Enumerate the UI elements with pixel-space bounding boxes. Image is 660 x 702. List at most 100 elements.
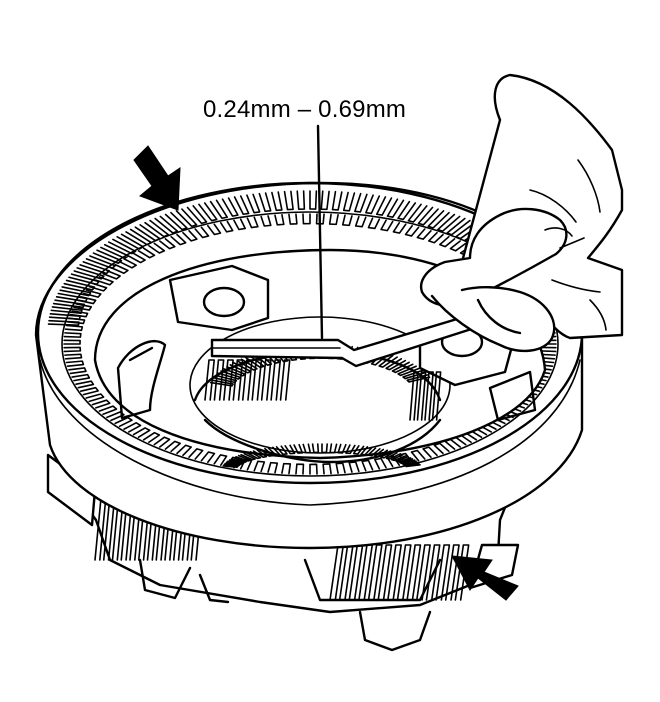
gear-tooth — [283, 190, 294, 211]
gear-tooth — [85, 255, 116, 270]
gear-tooth — [175, 208, 198, 228]
gear-tooth — [274, 214, 285, 226]
gear-tooth — [385, 452, 402, 460]
gear-tooth — [335, 462, 346, 474]
gear-tooth — [213, 454, 228, 466]
gear-tooth — [309, 190, 318, 210]
gear-tooth — [114, 416, 133, 428]
gear-tooth — [77, 296, 97, 305]
gear-tooth — [422, 446, 438, 458]
gear-tooth — [85, 393, 105, 403]
gear-tooth — [246, 193, 261, 214]
gear-tooth — [397, 365, 421, 377]
gear-tooth — [380, 450, 395, 459]
gear-tooth — [63, 339, 81, 345]
gear-tooth — [48, 312, 81, 321]
gear-tooth — [367, 217, 381, 230]
gear-tooth — [446, 217, 471, 236]
gear-tooth — [295, 463, 305, 475]
gear-tooth — [427, 210, 450, 229]
gear-tooth — [244, 355, 265, 369]
gear-tooth — [253, 460, 266, 473]
gear-tooth — [270, 359, 282, 401]
gear-tooth — [241, 359, 253, 401]
gear-tooth — [416, 371, 427, 421]
gear-tooth — [217, 370, 242, 380]
gear-tooth — [100, 243, 130, 260]
gear-tooth — [116, 233, 144, 250]
gear-tooth — [402, 460, 419, 466]
gear-tooth — [209, 199, 229, 220]
gear-tooth — [373, 457, 387, 470]
gear-tooth — [392, 222, 407, 234]
gear-tooth — [437, 213, 461, 233]
gear-tooth — [259, 447, 274, 457]
gear-tooth — [55, 292, 88, 303]
gear-tooth — [402, 369, 426, 380]
gear-tooth — [198, 202, 218, 222]
gear-tooth — [137, 247, 156, 259]
gear-tooth — [153, 436, 171, 448]
gear-tooth — [322, 463, 332, 475]
hand-icon — [419, 73, 624, 353]
gear-tooth — [377, 544, 393, 601]
gear-tooth — [158, 238, 176, 250]
gear-tooth — [367, 544, 383, 601]
gear-tooth — [240, 452, 256, 461]
gear-tooth — [221, 197, 239, 217]
dimension-leader-line — [316, 124, 324, 340]
gear-tooth — [302, 213, 311, 225]
gear-tooth — [232, 359, 244, 401]
gear-tooth — [378, 354, 398, 368]
inner-planet-gear-right — [409, 371, 442, 421]
gear-tooth — [64, 353, 83, 360]
gear-tooth — [134, 224, 161, 242]
gear-tooth — [415, 544, 431, 601]
gear-tooth — [108, 238, 137, 255]
gear-tooth — [68, 367, 87, 375]
gear-tooth — [110, 263, 129, 275]
gear-tooth — [361, 459, 374, 472]
gear-tooth — [386, 198, 405, 218]
gear-tooth — [144, 219, 170, 238]
gear-tooth — [82, 289, 102, 298]
gear-tooth — [337, 443, 347, 454]
gear-tooth — [391, 361, 414, 374]
gear-tooth — [142, 431, 161, 444]
gear-tooth — [396, 544, 412, 601]
gear-tooth — [444, 544, 460, 601]
gear-tooth — [431, 371, 442, 421]
gear-tooth — [320, 190, 330, 211]
gear-tooth — [439, 235, 456, 248]
gear-tooth — [409, 371, 419, 421]
gear-tooth — [194, 226, 210, 239]
gear-tooth — [311, 443, 320, 454]
gear-tooth — [69, 310, 89, 318]
gear-tooth — [288, 213, 298, 225]
gear-tooth — [258, 192, 272, 213]
sun-gear — [222, 443, 421, 469]
gear-tooth — [148, 242, 166, 254]
gear-tooth — [233, 218, 247, 231]
gear-tooth — [341, 214, 353, 227]
gear-tooth — [251, 359, 263, 401]
gear-tooth — [223, 359, 234, 401]
gear-tooth — [354, 192, 368, 213]
gear-tooth — [71, 373, 91, 382]
gear-tooth — [302, 443, 312, 454]
gear-tooth — [91, 399, 111, 409]
gear-tooth — [435, 544, 451, 601]
gear-tooth — [397, 200, 417, 221]
gear-tooth — [380, 219, 394, 232]
gear-tooth — [260, 359, 272, 401]
gear-tooth — [176, 444, 193, 457]
gear-tooth — [399, 458, 416, 465]
gear-tooth — [354, 215, 367, 228]
gear-tooth — [233, 195, 250, 216]
gear-tooth — [88, 282, 108, 292]
gear-tooth — [123, 422, 142, 433]
gear-tooth — [267, 461, 279, 474]
gear-tooth — [227, 459, 244, 465]
gear-tooth — [222, 463, 239, 469]
